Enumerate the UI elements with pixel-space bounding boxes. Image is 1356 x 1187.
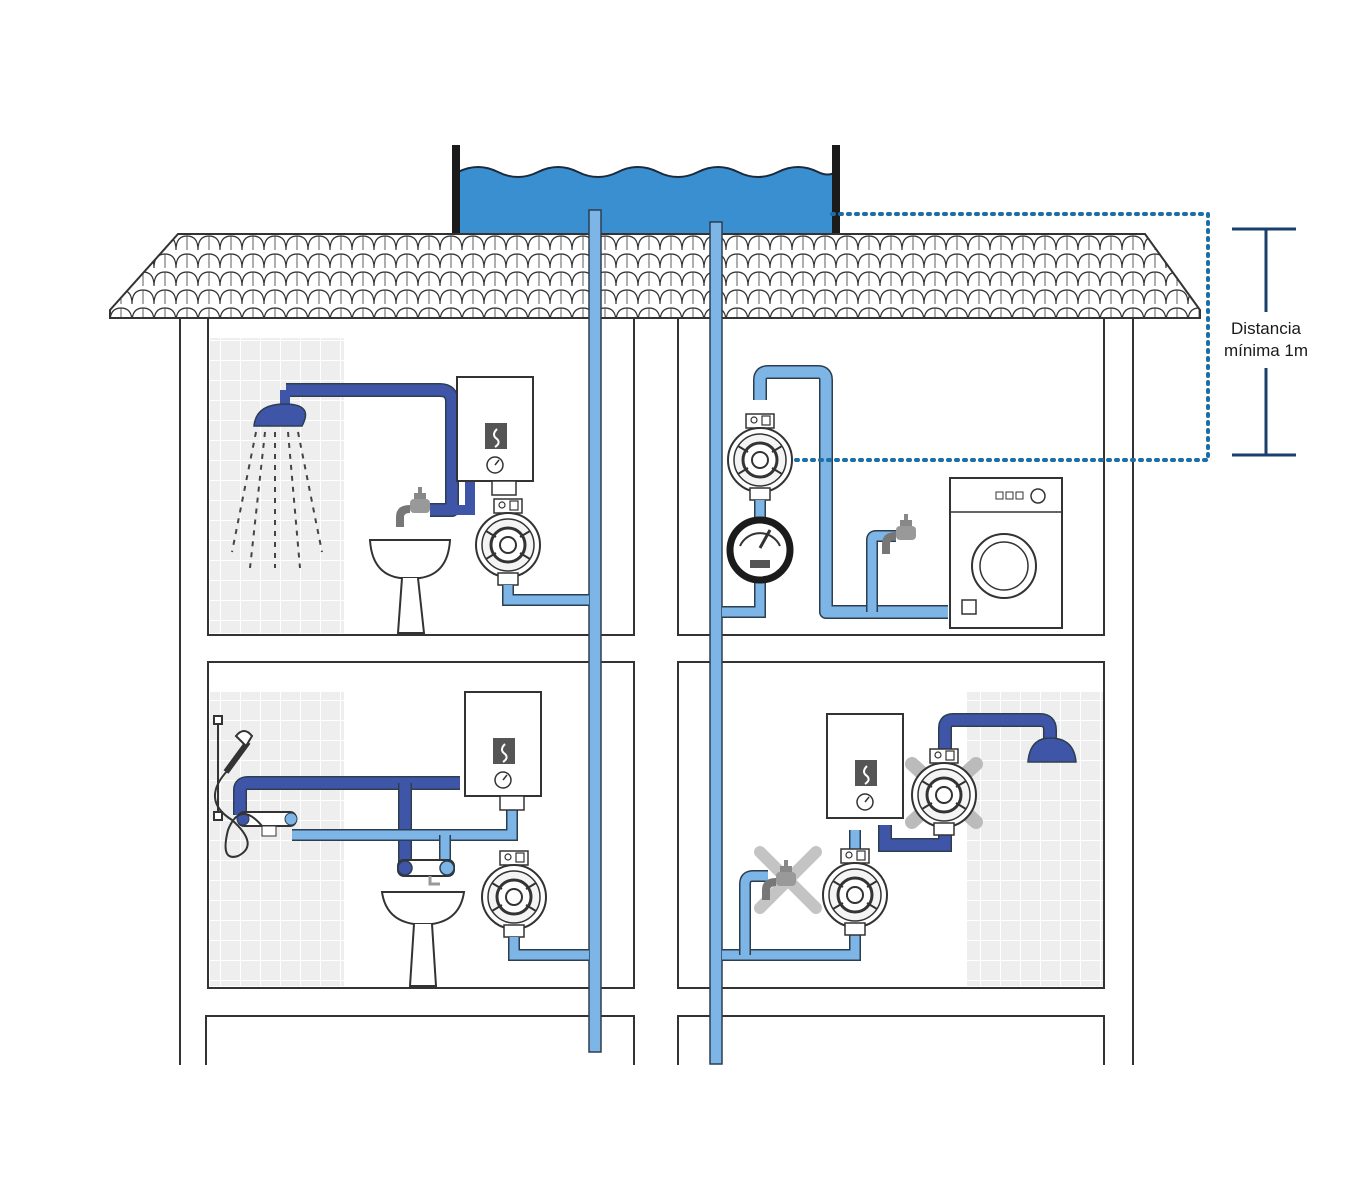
tile-wall-lower-right xyxy=(967,692,1103,986)
faucet-icon xyxy=(396,487,430,527)
lower-left-bathroom xyxy=(213,691,589,987)
pump-icon xyxy=(474,497,542,587)
lower-right-bathroom xyxy=(722,713,1077,961)
pump-icon xyxy=(821,847,889,937)
distance-guide xyxy=(788,212,1210,462)
shower-head-icon xyxy=(1027,737,1077,763)
distance-label-line2: mínima 1m xyxy=(1223,341,1309,360)
water-heater-icon xyxy=(456,376,534,482)
faucet-icon xyxy=(882,514,916,554)
washing-machine-icon xyxy=(949,477,1063,629)
water-heater-icon xyxy=(464,691,542,797)
water-heater-icon xyxy=(826,713,904,819)
roof-tiles xyxy=(109,233,1201,319)
tile-wall-upper-left xyxy=(210,338,344,633)
pump-icon xyxy=(726,412,794,502)
pressure-gauge-icon xyxy=(726,516,794,584)
crossed-pump xyxy=(905,747,983,837)
sink-icon xyxy=(368,539,452,634)
shower-head-icon xyxy=(231,390,323,569)
pump-icon xyxy=(480,849,548,939)
main-cold-pipes xyxy=(588,209,723,1065)
water-tank xyxy=(452,145,840,237)
upper-left-bathroom xyxy=(231,376,589,634)
upper-right-laundry xyxy=(722,365,1063,629)
sink-icon xyxy=(380,891,466,987)
distance-label-line1: Distancia xyxy=(1231,319,1301,338)
distance-label: Distancia mínima 1m xyxy=(1196,318,1336,362)
house-structure xyxy=(179,317,1134,1065)
hand-shower-icon xyxy=(213,715,263,858)
dimension-line xyxy=(1232,227,1296,457)
